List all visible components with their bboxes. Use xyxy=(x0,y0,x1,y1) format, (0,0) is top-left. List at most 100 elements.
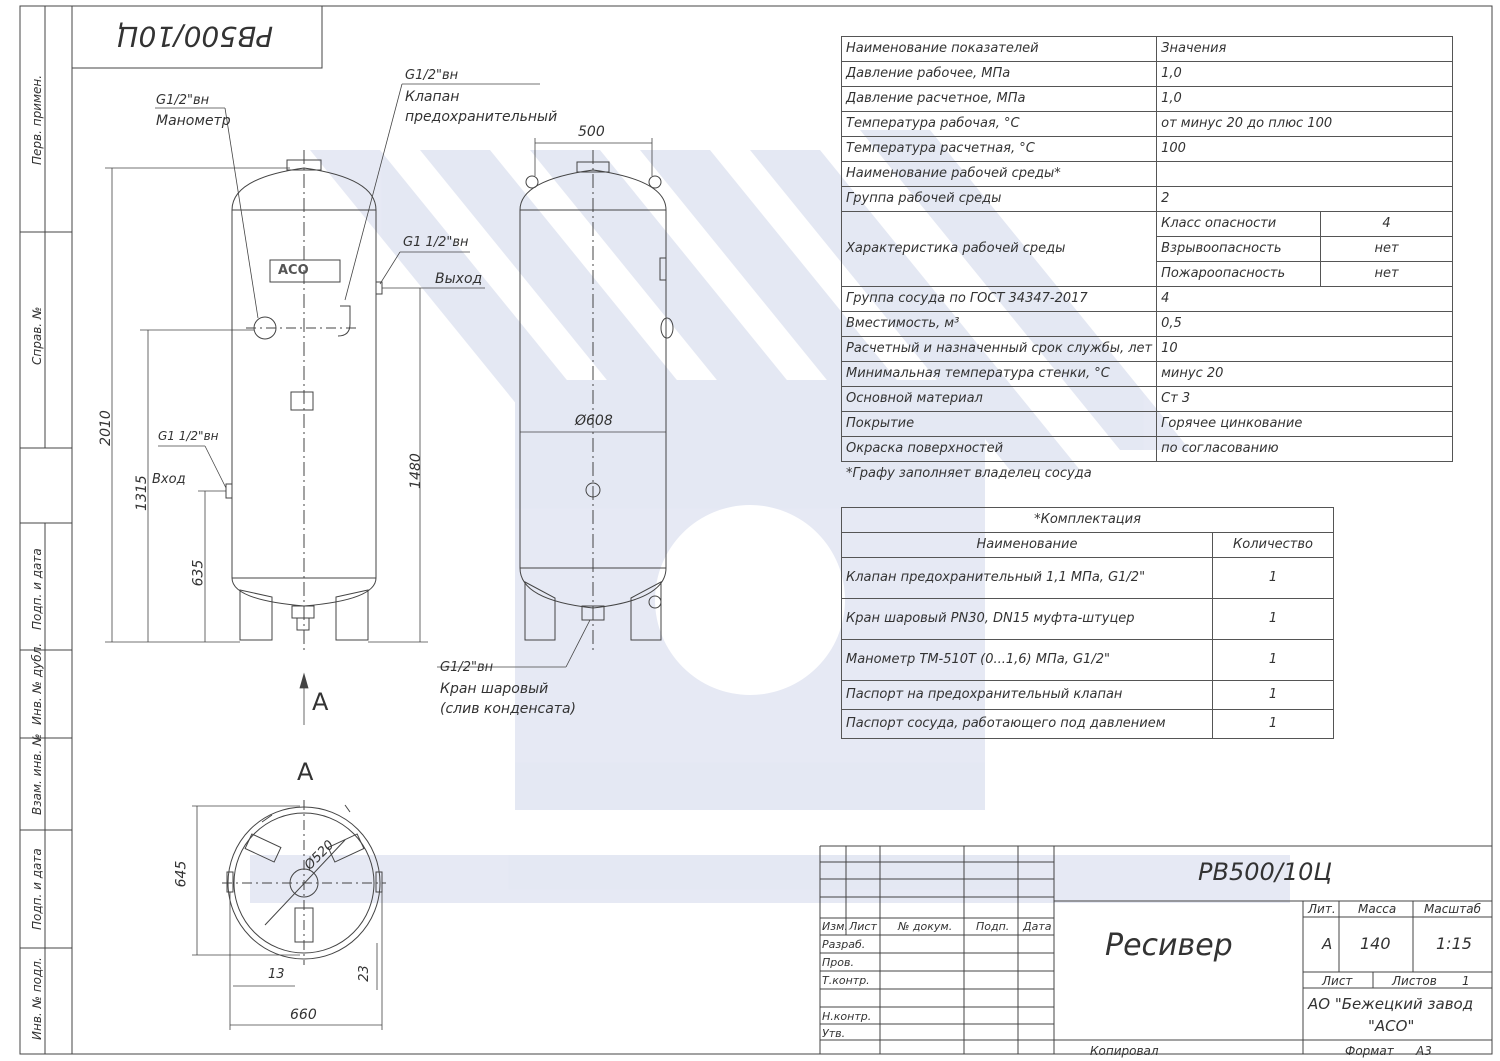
dim-1315: 1315 xyxy=(133,475,150,511)
tb-format-value: А3 xyxy=(1416,1044,1432,1058)
param-name: Группа сосуда по ГОСТ 34347-2017 xyxy=(840,286,1158,312)
label-g12-drain: G1/2"вн xyxy=(440,660,494,675)
front-dimension-lines xyxy=(105,83,540,725)
param-name: Давление расчетное, МПа xyxy=(840,86,1158,112)
dim-1480: 1480 xyxy=(407,453,424,489)
tb-lit-label: Лит. xyxy=(1308,902,1336,916)
label-g112-out: G1 1/2"вн xyxy=(403,235,469,250)
label-valve-line2: предохранительный xyxy=(405,109,558,125)
dim-660: 660 xyxy=(290,1007,317,1023)
side-stamp-sprav: Справ. № xyxy=(30,306,44,365)
hazard-value: нет xyxy=(1320,236,1453,262)
params-row: Наименование рабочей среды* xyxy=(840,161,1453,187)
dim-608: Ø608 xyxy=(575,413,613,429)
tb-scale-label: Масштаб xyxy=(1424,902,1482,916)
label-g12-manometer: G1/2"вн xyxy=(156,93,210,108)
param-value: Значения xyxy=(1156,36,1453,62)
kompl-header: Количество xyxy=(1212,532,1334,558)
sheet-frame xyxy=(19,5,1493,1055)
param-value: 1,0 xyxy=(1156,86,1453,112)
param-value: Ст 3 xyxy=(1156,386,1453,412)
top-dimension-lines xyxy=(192,805,383,1030)
param-name: Окраска поверхностей xyxy=(840,436,1158,462)
param-value: 100 xyxy=(1156,136,1453,162)
param-name: Основной материал xyxy=(840,386,1158,412)
param-value: по согласованию xyxy=(1156,436,1453,462)
label-out: Выход xyxy=(435,271,483,287)
label-in: Вход xyxy=(152,472,186,487)
param-name: Расчетный и назначенный срок службы, лет xyxy=(840,336,1158,362)
tb-copied: Копировал xyxy=(1090,1044,1159,1058)
hazard-name: Взрывоопасность xyxy=(1156,236,1322,262)
hazard-name: Пожароопасность xyxy=(1156,261,1322,287)
tb-mass-value: 140 xyxy=(1360,934,1391,953)
dim-645: 645 xyxy=(173,860,190,888)
tb-company-line1: АО "Бежецкий завод xyxy=(1308,995,1474,1013)
param-name: Минимальная температура стенки, °С xyxy=(840,361,1158,387)
tank-side-view xyxy=(519,150,674,650)
dim-500: 500 xyxy=(578,124,605,140)
param-value: минус 20 xyxy=(1156,361,1453,387)
kompl-item-qty: 1 xyxy=(1212,709,1334,739)
label-g112-in: G1 1/2"вн xyxy=(158,429,219,443)
kompl-row: Манометр ТМ-510Т (0...1,6) МПа, G1/2"1 xyxy=(841,639,1334,681)
kompl-header: Наименование xyxy=(841,532,1213,558)
view-title-letter: А xyxy=(297,758,314,786)
tb-company-line2: "АСО" xyxy=(1368,1017,1415,1035)
params-note: *Графу заполняет владелец сосуда xyxy=(846,466,1092,481)
tb-row-nkontr: Н.контр. xyxy=(822,1010,872,1023)
kompl-item-name: Кран шаровый PN30, DN15 муфта-штуцер xyxy=(841,598,1213,640)
param-value: 0,5 xyxy=(1156,311,1453,337)
tank-front-view xyxy=(225,150,383,650)
param-name: Температура рабочая, °С xyxy=(840,111,1158,137)
param-name: Наименование рабочей среды* xyxy=(840,161,1158,187)
label-valve-line1: Клапан xyxy=(405,89,460,105)
param-name: Вместимость, м³ xyxy=(840,311,1158,337)
side-stamp-perv-primen: Перв. примен. xyxy=(30,74,44,165)
param-value: 4 xyxy=(1156,286,1453,312)
kompl-item-qty: 1 xyxy=(1212,680,1334,710)
label-manometer: Манометр xyxy=(156,113,231,129)
side-stamp-boxes xyxy=(20,6,72,1054)
tb-name: Ресивер xyxy=(1105,928,1233,963)
side-stamp-inv-podl: Инв. № подл. xyxy=(30,957,44,1040)
side-stamp-podp-data-2: Подп. и дата xyxy=(30,848,44,930)
side-stamp-podp-data-1: Подп. и дата xyxy=(30,548,44,630)
tb-sheet-label: Лист xyxy=(1322,974,1353,988)
kompl-item-qty: 1 xyxy=(1212,557,1334,599)
tb-row-prov: Пров. xyxy=(822,956,854,969)
hazard-name: Класс опасности xyxy=(1156,211,1322,237)
side-stamp-vzam-inv: Взам. инв. № xyxy=(30,733,44,815)
hazard-label: Характеристика рабочей среды xyxy=(840,211,1158,287)
tb-col-sign: Подп. xyxy=(976,920,1010,933)
dim-635: 635 xyxy=(190,559,207,587)
hazard-value: 4 xyxy=(1320,211,1453,237)
params-row: Расчетный и назначенный срок службы, лет… xyxy=(840,336,1453,362)
kompl-item-name: Паспорт сосуда, работающего под давление… xyxy=(841,709,1213,739)
kompl-title: *Комплектация xyxy=(841,507,1334,533)
param-value xyxy=(1156,161,1453,187)
tb-col-date: Дата xyxy=(1023,920,1052,933)
label-drain-line1: Кран шаровый xyxy=(440,681,549,697)
side-dimension-lines xyxy=(437,138,666,668)
tb-mass-label: Масса xyxy=(1358,902,1397,916)
label-drain-line2: (слив конденсата) xyxy=(440,701,577,717)
kompl-row: Клапан предохранительный 1,1 МПа, G1/2"1 xyxy=(841,557,1334,599)
tb-sheets-label: Листов xyxy=(1392,974,1437,988)
kompl-item-qty: 1 xyxy=(1212,639,1334,681)
tank-top-view xyxy=(222,800,386,965)
tb-col-list: Лист xyxy=(849,920,877,933)
tb-lit-value: А xyxy=(1322,935,1333,953)
